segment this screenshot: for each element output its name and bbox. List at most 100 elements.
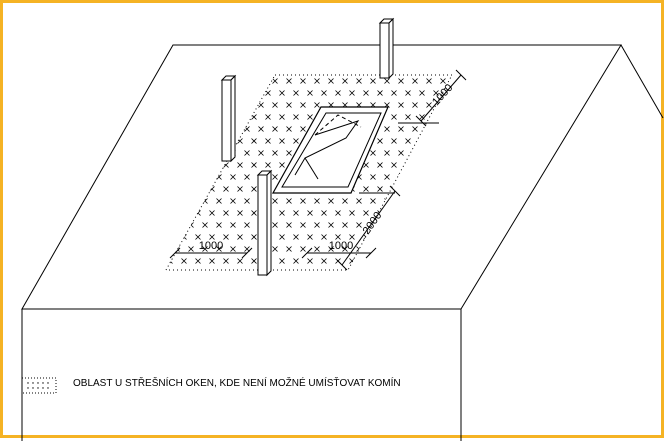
zone-cross-mark [272,78,278,84]
zone-cross-mark [272,198,278,204]
zone-cross-mark [244,126,250,132]
zone-cross-mark [251,234,257,240]
zone-cross-mark [237,90,243,96]
zone-cross-mark [419,186,425,192]
zone-cross-mark [209,186,215,192]
zone-cross-mark [412,102,418,108]
zone-cross-mark [419,234,425,240]
zone-cross-mark [314,78,320,84]
zone-cross-mark [202,222,208,228]
zone-cross-mark [279,90,285,96]
zone-cross-mark [161,127,166,132]
zone-cross-mark [251,90,257,96]
zone-cross-mark [377,90,383,96]
zone-cross-mark [279,138,285,144]
zone-cross-mark [181,186,187,192]
zone-cross-mark [209,90,215,96]
zone-cross-mark [377,234,383,240]
zone-cross-mark [440,198,446,204]
zone-cross-mark [314,222,320,228]
zone-cross-mark [167,114,173,120]
dim-label-bottom-left: 1000 [199,240,223,252]
zone-cross-mark [237,138,243,144]
zone-cross-mark [195,210,201,216]
zone-cross-mark [279,210,285,216]
zone-cross-mark [391,138,397,144]
zone-cross-mark [440,246,446,252]
zone-cross-mark [433,234,439,240]
zone-cross-mark [433,114,439,120]
zone-cross-mark [251,162,257,168]
zone-cross-mark [433,258,439,264]
zone-cross-mark [321,210,327,216]
zone-cross-mark [447,186,452,192]
zone-cross-mark [426,150,432,156]
zone-cross-mark [161,223,166,228]
zone-cross-mark [391,162,397,168]
zone-cross-mark [272,102,278,108]
zone-cross-mark [181,114,187,120]
zone-cross-mark [447,114,452,120]
zone-cross-mark [258,126,264,132]
zone-cross-mark [230,246,236,252]
zone-cross-mark [455,223,460,228]
zone-cross-mark [286,150,292,156]
zone-cross-mark [405,90,411,96]
zone-cross-mark [419,258,425,264]
zone-cross-mark [251,138,257,144]
zone-cross-mark [251,186,257,192]
zone-cross-mark [426,126,432,132]
zone-cross-mark [405,234,411,240]
zone-cross-mark [202,246,208,252]
zone-cross-mark [412,174,418,180]
zone-cross-mark [161,247,166,252]
zone-cross-mark [188,150,194,156]
zone-cross-mark [433,186,439,192]
zone-cross-mark [370,198,376,204]
zone-cross-mark [384,78,390,84]
zone-cross-mark [391,90,397,96]
zone-cross-mark [216,78,222,84]
zone-cross-mark [174,198,180,204]
zone-cross-mark [419,210,425,216]
zone-cross-mark [244,174,250,180]
zone-cross-mark [223,210,229,216]
zone-cross-mark [272,150,278,156]
legend-swatch [21,377,57,394]
zone-cross-mark [251,258,257,264]
zone-cross-mark [293,234,299,240]
zone-cross-mark [398,246,404,252]
zone-cross-mark [202,78,208,84]
zone-cross-mark [440,150,446,156]
zone-cross-mark [300,198,306,204]
zone-cross-mark [244,222,250,228]
zone-cross-mark [300,102,306,108]
zone-cross-mark [167,162,173,168]
zone-cross-mark [286,246,292,252]
zone-cross-mark [202,150,208,156]
zone-cross-mark [391,258,397,264]
zone-cross-mark [161,175,166,180]
zone-cross-mark [237,162,243,168]
zone-cross-mark [398,78,404,84]
zone-cross-mark [251,114,257,120]
zone-cross-mark [342,246,348,252]
zone-cross-mark [363,210,369,216]
zone-cross-mark [356,246,362,252]
zone-cross-mark [195,234,201,240]
zone-cross-mark [202,102,208,108]
zone-cross-mark [455,199,460,204]
chimneys [220,17,395,277]
zone-cross-mark [244,78,250,84]
window-glass-line [304,157,319,180]
zone-cross-mark [391,114,397,120]
zone-cross-mark [181,90,187,96]
zone-cross-mark [328,222,334,228]
zone-cross-mark [237,234,243,240]
dim-label-bottom-right: 1000 [329,240,353,252]
zone-cross-mark [384,174,390,180]
zone-cross-mark [363,90,369,96]
zone-cross-mark [188,222,194,228]
zone-cross-mark [398,198,404,204]
zone-cross-mark [300,246,306,252]
